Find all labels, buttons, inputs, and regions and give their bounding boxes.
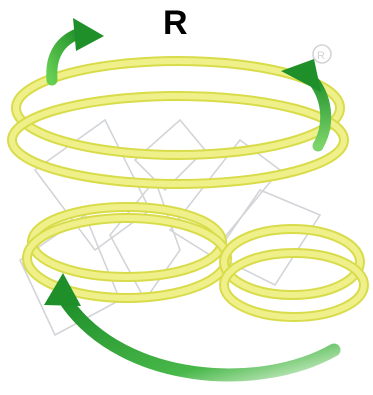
svg-text:R: R: [317, 50, 325, 62]
rotation-label: R: [163, 6, 188, 40]
